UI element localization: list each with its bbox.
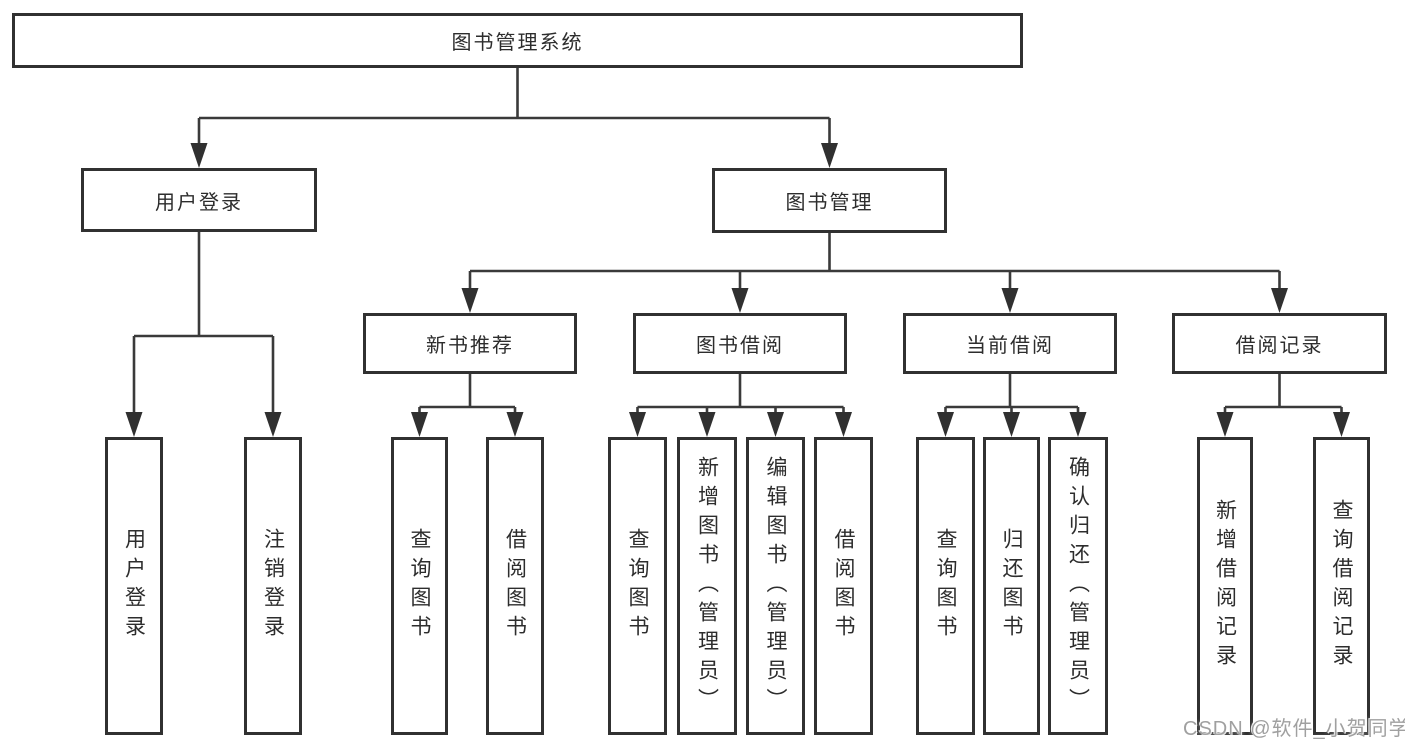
arrow-down-icon: [190, 143, 208, 168]
arrow-down-icon: [629, 412, 646, 437]
leaf-rec-borrow-books: 借阅图书: [486, 437, 544, 735]
node-label: 当前借阅: [966, 335, 1054, 357]
connector-book-borrowing-children: [629, 374, 852, 437]
arrow-down-icon: [461, 288, 479, 313]
node-label: 新增借阅记录: [1213, 499, 1237, 673]
node-user-login: 用户登录: [81, 168, 317, 232]
arrow-down-icon: [698, 412, 716, 437]
leaf-cb-return-books: 归还图书: [983, 437, 1040, 735]
connector-borrowing-records-children: [1216, 374, 1350, 437]
leaf-rec-query-books: 查询图书: [391, 437, 448, 735]
node-book-borrowing: 图书借阅: [633, 313, 847, 374]
node-label: 查询图书: [408, 528, 431, 644]
csdn-watermark: CSDN @软件_小贺同学: [1183, 718, 1405, 740]
node-label: 图书借阅: [696, 335, 784, 357]
leaf-bb-add-books-admin: 新增图书（管理员）: [677, 437, 737, 735]
leaf-bb-borrow-books: 借阅图书: [814, 437, 873, 735]
connector-current-borrowing-children: [937, 374, 1087, 437]
node-label: 用户登录: [122, 528, 146, 644]
arrow-down-icon: [767, 412, 784, 437]
connector-user-login-children: [125, 232, 282, 437]
node-label: 归还图书: [1000, 528, 1023, 644]
connector-root-to-level2: [190, 68, 838, 168]
node-label: 借阅记录: [1235, 335, 1324, 357]
node-current-borrowing: 当前借阅: [903, 313, 1117, 374]
node-label: 确认归还（管理员）: [1066, 455, 1090, 717]
connector-book-management-children: [461, 233, 1288, 313]
node-new-book-recommend: 新书推荐: [363, 313, 577, 374]
arrow-down-icon: [1333, 412, 1350, 437]
connector-new-book-recommend-children: [411, 374, 524, 437]
node-label: 借阅图书: [503, 528, 527, 644]
arrow-down-icon: [821, 143, 838, 168]
leaf-bb-edit-books-admin: 编辑图书（管理员）: [746, 437, 805, 735]
node-label: 查询借阅记录: [1330, 499, 1353, 673]
node-book-management: 图书管理: [712, 168, 947, 233]
node-label: 注销登录: [261, 528, 285, 644]
arrow-down-icon: [1271, 288, 1288, 313]
leaf-br-add-record: 新增借阅记录: [1197, 437, 1253, 735]
arrow-down-icon: [1216, 412, 1234, 437]
arrow-down-icon: [731, 288, 749, 313]
arrow-down-icon: [1069, 412, 1087, 437]
arrow-down-icon: [411, 412, 428, 437]
arrow-down-icon: [1003, 412, 1020, 437]
node-library-system: 图书管理系统: [12, 13, 1023, 68]
node-label: 借阅图书: [832, 528, 855, 644]
node-label: 编辑图书（管理员）: [764, 455, 787, 717]
leaf-user-login: 用户登录: [105, 437, 163, 735]
leaf-bb-query-books: 查询图书: [608, 437, 667, 735]
leaf-cb-confirm-return-admin: 确认归还（管理员）: [1048, 437, 1108, 735]
arrow-down-icon: [264, 412, 282, 437]
node-label: 查询图书: [626, 528, 649, 644]
arrow-down-icon: [937, 412, 954, 437]
arrow-down-icon: [1001, 288, 1019, 313]
leaf-logout: 注销登录: [244, 437, 302, 735]
arrow-down-icon: [506, 412, 524, 437]
node-label: 图书管理: [785, 192, 874, 214]
node-label: 用户登录: [155, 191, 243, 214]
node-label: 新书推荐: [426, 335, 514, 357]
node-label: 新增图书（管理员）: [695, 455, 719, 717]
arrow-down-icon: [835, 412, 852, 437]
node-label: 查询图书: [934, 528, 957, 644]
leaf-cb-query-books: 查询图书: [916, 437, 975, 735]
arrow-down-icon: [125, 412, 143, 437]
node-borrowing-records: 借阅记录: [1172, 313, 1387, 374]
leaf-br-query-record: 查询借阅记录: [1313, 437, 1370, 735]
node-label: 图书管理系统: [451, 32, 584, 54]
